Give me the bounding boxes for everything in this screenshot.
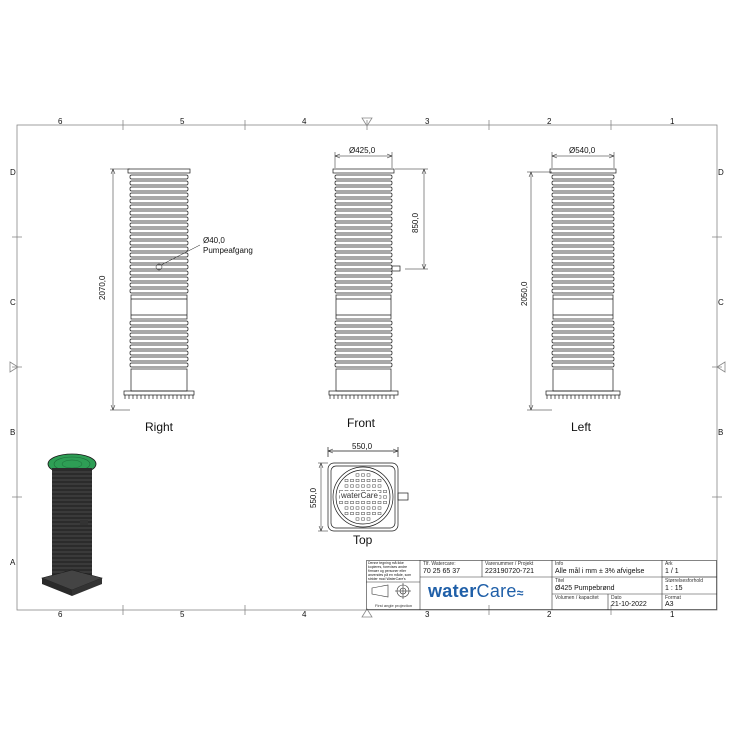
- phone-value: 70 25 65 37: [423, 568, 460, 575]
- frame-number-top: 5: [180, 117, 185, 126]
- top-width-label: 550,0: [352, 442, 373, 451]
- zone-letter-left: D: [10, 168, 16, 177]
- title-label: Titel: [555, 578, 565, 584]
- info-label: Info: [555, 561, 564, 567]
- front-diameter-dimension: [334, 152, 393, 168]
- projection-symbol: [371, 583, 411, 599]
- left-view-pump-well: [545, 168, 621, 399]
- scale-label: Størrelsesforhold: [665, 578, 704, 584]
- date-value: 21-10-2022: [611, 601, 647, 608]
- item-value: 223190720-721: [485, 568, 535, 575]
- volume-label: Volumen / kapacitet: [555, 595, 599, 601]
- scale-value: 1 : 15: [665, 585, 683, 592]
- frame-number-top: 4: [302, 117, 307, 126]
- phone-label: Tlf. Watercare:: [423, 561, 456, 567]
- frame-number-top: 6: [58, 117, 63, 126]
- frame-number-bottom: 1: [670, 610, 675, 619]
- frame-number-bottom: 5: [180, 610, 185, 619]
- outlet-diameter-label: Ø40,0: [203, 236, 225, 245]
- zone-letter-left: A: [10, 558, 16, 567]
- right-height-label: 2070,0: [98, 275, 107, 300]
- frame-number-top: 2: [547, 117, 552, 126]
- front-outlet-height-label: 850,0: [411, 212, 420, 233]
- isometric-render: [41, 453, 103, 596]
- disclaimer-text: Denne tegning må ikke kopieres, forevise…: [368, 561, 412, 581]
- format-value: A3: [665, 601, 674, 608]
- right-view-label: Right: [145, 420, 174, 434]
- zone-letter-right: C: [718, 298, 724, 307]
- top-view-label: Top: [353, 533, 373, 547]
- watercare-logo: waterCare≈: [428, 581, 524, 602]
- logo-waves-icon: ≈: [516, 586, 524, 600]
- front-view-label: Front: [347, 416, 376, 430]
- item-label: Varenummer / Projekt: [485, 561, 534, 567]
- zone-letter-left: B: [10, 428, 16, 437]
- top-lid-logo: waterCare: [340, 491, 379, 500]
- projection-label: First angle projection: [375, 603, 413, 608]
- zone-letter-left: C: [10, 298, 16, 307]
- top-depth-label: 550,0: [309, 487, 318, 508]
- frame-number-top: 3: [425, 117, 430, 126]
- front-outlet-height-dimension: [395, 168, 428, 270]
- outlet-name-label: Pumpeafgang: [203, 246, 253, 255]
- logo-care: Care: [476, 581, 517, 601]
- right-height-dimension: [110, 168, 130, 411]
- frame-number-bottom: 6: [58, 610, 63, 619]
- left-view-label: Left: [571, 420, 592, 434]
- left-height-label: 2050,0: [520, 281, 529, 306]
- date-label: Dato: [611, 595, 622, 601]
- frame-number-top: 1: [670, 117, 675, 126]
- outlet-leader: [155, 244, 201, 271]
- zone-letter-right: B: [718, 428, 724, 437]
- frame-number-bottom: 3: [425, 610, 430, 619]
- front-view-pump-well: [328, 168, 401, 399]
- left-diameter-dimension: [551, 152, 615, 168]
- left-height-dimension: [527, 171, 552, 411]
- left-diameter-label: Ø540,0: [569, 146, 596, 155]
- frame-number-bottom: 2: [547, 610, 552, 619]
- sheet-label: Ark: [665, 561, 673, 567]
- top-view-drawing: [318, 447, 409, 532]
- title-value: Ø425 Pumpebrønd: [555, 585, 615, 592]
- title-block-grid: [366, 560, 717, 610]
- format-label: Format: [665, 595, 681, 601]
- title-block: Denne tegning må ikke kopieres, forevise…: [366, 560, 717, 610]
- frame-number-bottom: 4: [302, 610, 307, 619]
- right-view-pump-well: [123, 168, 195, 399]
- zone-letter-right: D: [718, 168, 724, 177]
- info-value: Alle mål i mm ± 3% afvigelse: [555, 568, 645, 575]
- sheet-value: 1 / 1: [665, 568, 679, 575]
- logo-water: water: [428, 581, 477, 601]
- front-diameter-label: Ø425,0: [349, 146, 376, 155]
